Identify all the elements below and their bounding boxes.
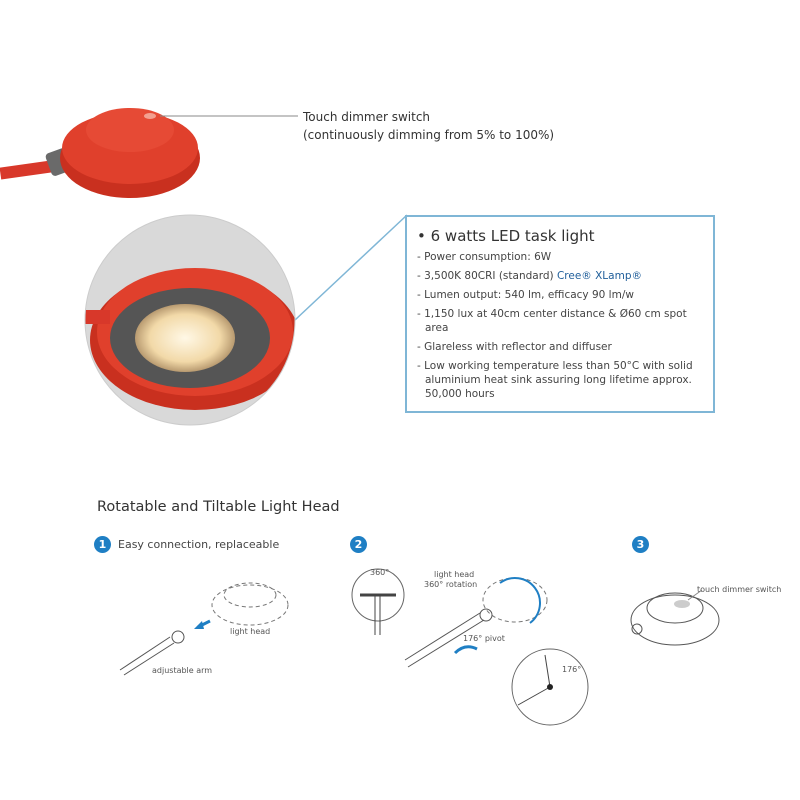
label-light-head-2: light head [434,570,475,579]
spec-item: - Power consumption: 6W [417,251,552,263]
label-pivot: 176° pivot [463,634,505,643]
label-adjustable-arm: adjustable arm [152,666,213,675]
step2-diagram [351,568,589,726]
callout-line-1: Touch dimmer switch [303,110,431,124]
step-number: 3 [632,536,649,553]
lamp-head-photo [0,108,298,198]
brand-name: Cree® XLamp® [556,270,642,282]
spec-item: - Glareless with reflector and diffuser [417,341,612,353]
label-light-head: light head [230,627,271,636]
step3-diagram [630,589,720,646]
spec-item: - 3,500K 80CRI (standard) Cree® XLamp® [417,269,713,283]
label-touch-dimmer: touch dimmer switch [697,585,782,594]
section-heading: Rotatable and Tiltable Light Head [97,499,340,515]
step-caption: Easy connection, replaceable [118,538,280,551]
label-rotation: 360° rotation [424,580,478,589]
step-number: 1 [94,536,111,553]
spec-box: • 6 watts LED task light - Power consump… [405,215,715,413]
spec-item: - Low working temperature less than 50°C… [417,360,693,400]
light-closeup-photo [84,214,408,426]
spec-item-text: - 3,500K 80CRI (standard) [417,270,557,282]
label-176: 176° [562,665,582,674]
step1-diagram [119,582,289,676]
callout-line-2: (continuously dimming from 5% to 100%) [303,128,555,142]
dimmer-callout: Touch dimmer switch (continuously dimmin… [303,108,554,144]
spec-item: - Lumen output: 540 lm, efficacy 90 lm/w [417,289,634,301]
step-number: 2 [350,536,367,553]
spec-title: • 6 watts LED task light [417,227,595,245]
label-360: 360° [370,568,390,577]
spec-item: - 1,150 lux at 40cm center distance & Ø6… [417,308,687,334]
